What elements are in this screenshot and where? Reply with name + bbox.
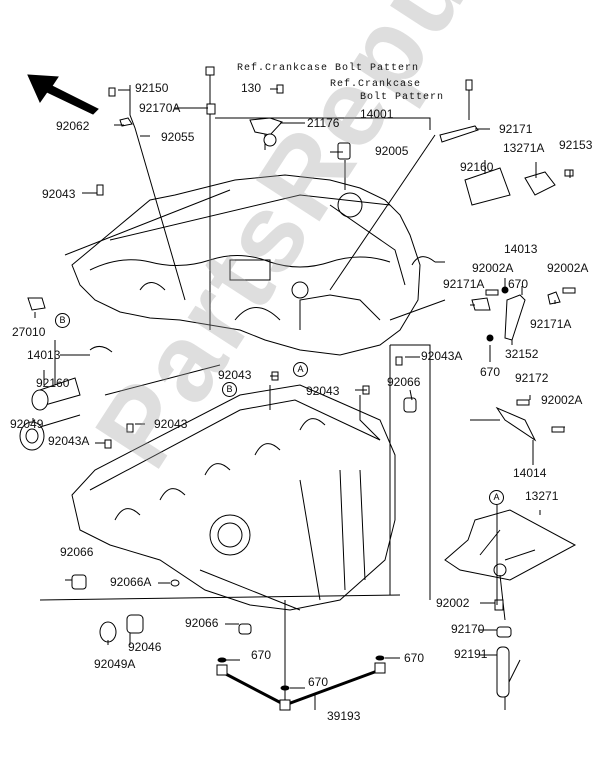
part-label-92066-left[interactable]: 92066 [60,545,94,559]
strainer-plate [444,509,577,581]
part-label-92002a-low[interactable]: 92002A [541,393,583,407]
part-label-92150[interactable]: 92150 [135,81,169,95]
callout-b-center: B [222,382,237,397]
part-label-92171a-left[interactable]: 92171A [443,277,485,291]
part-label-92046[interactable]: 92046 [128,640,162,654]
part-label-21176[interactable]: 21176 [307,116,340,130]
part-label-670-top[interactable]: 670 [508,277,529,291]
part-label-92066-top[interactable]: 92066 [387,375,421,389]
part-label-13271a[interactable]: 13271A [503,141,545,155]
ref-crankcase-bolt-pattern-1: Ref.Crankcase Bolt Pattern [237,63,420,74]
part-label-670-b1[interactable]: 670 [251,648,272,662]
part-label-92043a-left[interactable]: 92043A [48,434,90,448]
part-label-92002a-right[interactable]: 92002A [547,261,589,275]
part-label-92043a-right[interactable]: 92043A [421,349,463,363]
part-label-670-b3[interactable]: 670 [308,675,329,689]
part-label-92049[interactable]: 92049 [10,417,44,431]
part-label-39193[interactable]: 39193 [327,709,361,723]
part-label-27010[interactable]: 27010 [12,325,46,339]
part-label-92049a[interactable]: 92049A [94,657,136,671]
part-label-14014[interactable]: 14014 [513,466,547,480]
part-label-32152[interactable]: 32152 [505,347,539,361]
part-label-92160-left[interactable]: 92160 [36,376,70,390]
part-label-92002[interactable]: 92002 [436,596,470,610]
part-label-92066-bottom[interactable]: 92066 [185,616,219,630]
part-label-92005[interactable]: 92005 [375,144,409,158]
part-label-92043-mid[interactable]: 92043 [218,368,252,382]
part-label-92171a-right[interactable]: 92171A [530,317,572,331]
part-label-92066a[interactable]: 92066A [110,575,152,589]
part-label-14013-right[interactable]: 14013 [504,242,538,256]
ref-crankcase-bolt-pattern-2-line1: Ref.Crankcase [330,79,422,90]
part-label-14001[interactable]: 14001 [360,107,394,121]
part-label-92153[interactable]: 92153 [559,138,593,152]
part-label-92171[interactable]: 92171 [499,122,533,136]
part-label-13271[interactable]: 13271 [525,489,559,503]
part-label-92172[interactable]: 92172 [515,371,549,385]
part-label-92043-left[interactable]: 92043 [154,417,188,431]
part-label-14013-left[interactable]: 14013 [27,348,61,362]
part-label-92062[interactable]: 92062 [56,119,90,133]
callout-a-center: A [293,362,308,377]
part-label-92191[interactable]: 92191 [454,647,488,661]
callout-b-left: B [55,313,70,328]
front-arrow-icon [27,74,99,115]
part-label-92002a-mid[interactable]: 92002A [472,261,514,275]
part-label-92055[interactable]: 92055 [161,130,195,144]
part-label-130[interactable]: 130 [241,81,262,95]
part-label-92170a[interactable]: 92170A [139,101,181,115]
callout-a-right: A [489,490,504,505]
ref-crankcase-bolt-pattern-2-line2: Bolt Pattern [360,92,445,103]
part-label-670-b2[interactable]: 670 [404,651,425,665]
part-label-92160-top[interactable]: 92160 [460,160,494,174]
part-label-92043-mid2[interactable]: 92043 [306,384,340,398]
upper-crankcase [71,174,421,356]
lower-crankcase [71,384,396,611]
part-label-670-mid[interactable]: 670 [480,365,501,379]
part-label-92043-top[interactable]: 92043 [42,187,76,201]
part-label-92170[interactable]: 92170 [451,622,485,636]
